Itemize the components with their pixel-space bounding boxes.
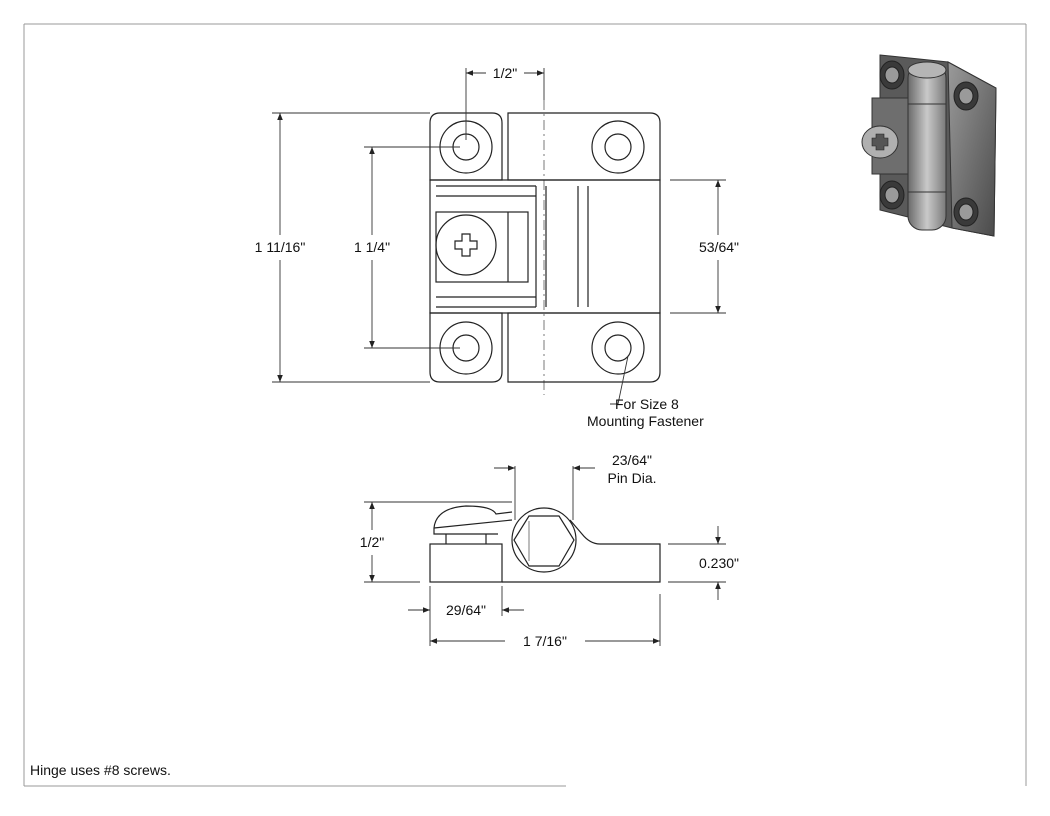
dim-hole-spacing-vertical: 1 1/4" (354, 239, 390, 255)
dim-knuckle-height: 53/64" (699, 239, 739, 255)
dim-pin-diameter-line2: Pin Dia. (607, 470, 656, 486)
sheet-border (23, 23, 1027, 787)
side-view-dimensions (364, 465, 726, 646)
fastener-callout-line2: Mounting Fastener (587, 413, 704, 429)
fastener-callout-line1: For Size 8 (615, 396, 679, 412)
hinge-isometric-render (861, 54, 997, 237)
hinge-side-view (429, 505, 661, 583)
dim-hole-spacing-horizontal: 1/2" (493, 65, 517, 81)
dim-overall-height: 1 11/16" (255, 239, 306, 255)
footer-note: Hinge uses #8 screws. (30, 762, 171, 778)
dim-pin-diameter-line1: 23/64" (612, 452, 652, 468)
dim-screw-offset: 29/64" (446, 602, 486, 618)
dim-overall-thickness: 1/2" (360, 534, 384, 550)
front-view-dimension-labels: 1/2" 1 11/16" 1 1/4" 53/64" For Size 8 M… (255, 65, 739, 429)
dim-leaf-thickness: 0.230" (699, 555, 739, 571)
side-view-dimension-labels: 1/2" 23/64" Pin Dia. 0.230" 29/64" 1 7/1… (360, 452, 739, 649)
dim-overall-width: 1 7/16" (523, 633, 567, 649)
front-view-dimensions (272, 68, 726, 405)
hinge-front-view (429, 100, 661, 395)
